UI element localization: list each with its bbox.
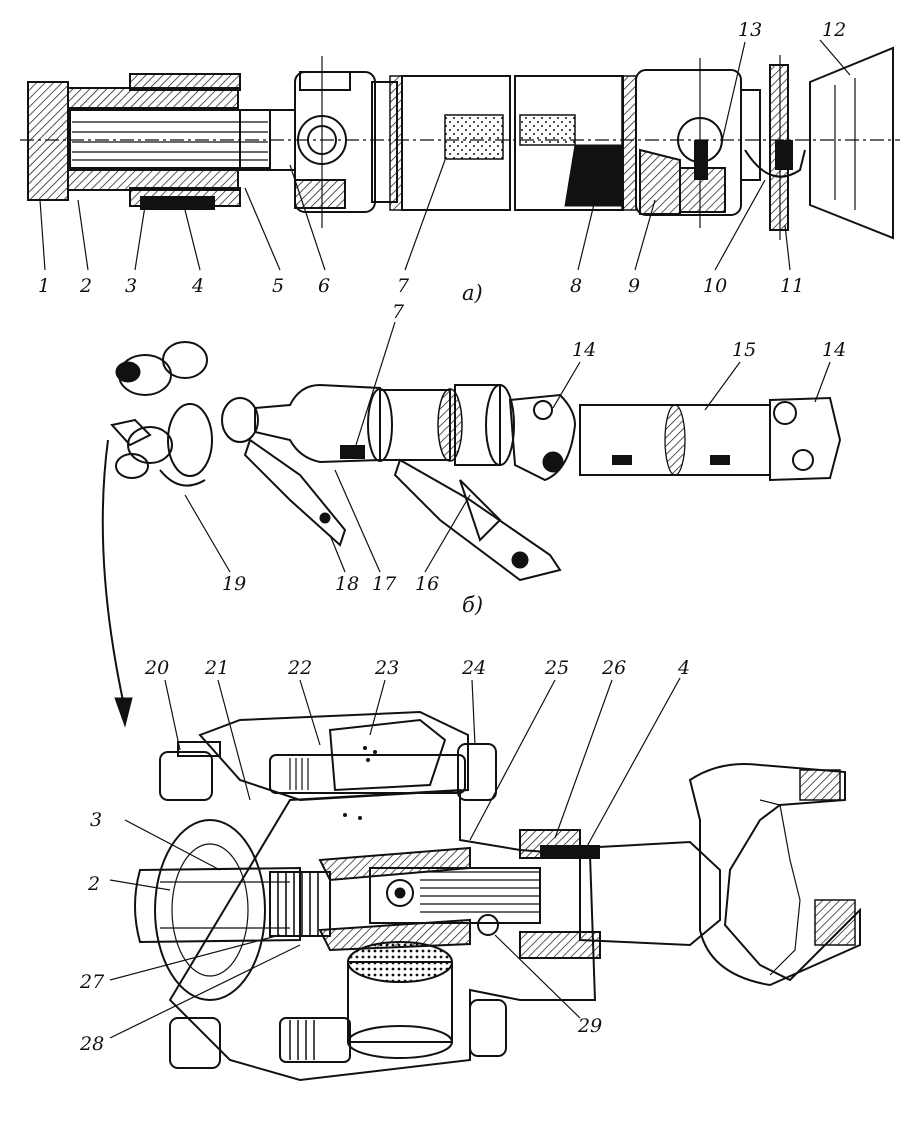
label-b-16: 16 (415, 573, 439, 595)
bolt-20 (159, 741, 221, 801)
label-a-3: 3 (125, 275, 137, 297)
caption-b: б) (462, 593, 483, 617)
label-b-15: 15 (732, 339, 756, 361)
flange-ring-3 (154, 819, 266, 1001)
label-a-5: 5 (272, 275, 284, 297)
label-c-26: 26 (601, 657, 626, 679)
fork-yoke (688, 763, 861, 987)
label-c-22: 22 (287, 657, 312, 679)
caption-a: а) (462, 281, 483, 305)
label-c-25: 25 (544, 657, 569, 679)
cone-12 (809, 46, 894, 240)
label-a-9: 9 (628, 275, 640, 297)
label-a-2: 2 (79, 275, 92, 297)
support-bearing-16 (454, 384, 501, 466)
label-c-3: 3 (90, 809, 102, 831)
bolt-24 (457, 743, 497, 801)
label-b-19: 19 (222, 573, 246, 595)
label-c-4: 4 (677, 657, 690, 679)
label-c-29: 29 (577, 1015, 602, 1037)
seal-4 (140, 196, 215, 210)
tube-shading (564, 144, 623, 207)
label-c-23: 23 (374, 657, 399, 679)
bracket-16 (393, 458, 562, 582)
balance-plate (444, 114, 504, 160)
arrow-head (114, 697, 133, 728)
elastic-coupling-19 (110, 341, 259, 487)
view-c-labels: 20 21 22 23 24 25 26 4 3 2 27 28 29 (79, 657, 690, 1055)
plate-23 (328, 718, 447, 792)
gear (386, 879, 414, 907)
shaft-tube (401, 75, 511, 211)
view-a-labels: 1 2 3 4 5 6 7 8 9 10 11 12 13 а) (38, 19, 846, 305)
view-a-shaft-section (20, 39, 900, 271)
sleeve-end (27, 81, 69, 201)
label-c-24: 24 (461, 657, 486, 679)
grease-fitting-29 (477, 914, 499, 936)
label-c-20: 20 (144, 657, 169, 679)
bracket-18 (243, 438, 347, 547)
view-b-labels: 14 14 15 16 17 18 19 7 б) (222, 301, 846, 617)
label-a-13: 13 (738, 19, 762, 41)
label-a-1: 1 (38, 275, 50, 297)
label-a-8: 8 (570, 275, 582, 297)
label-a-10: 10 (703, 275, 727, 297)
shaft-2 (134, 866, 301, 944)
label-b-18: 18 (335, 573, 359, 595)
joint-right (635, 69, 742, 216)
label-c-27: 27 (79, 971, 105, 993)
label-a-7: 7 (397, 275, 410, 297)
view-c-cutaway (109, 677, 861, 1082)
label-a-11: 11 (780, 275, 804, 297)
label-c-21: 21 (204, 657, 229, 679)
label-a-12: 12 (822, 19, 846, 41)
label-b-7: 7 (392, 301, 405, 323)
arm-22 (198, 710, 469, 802)
label-b-14-right: 14 (822, 339, 846, 361)
label-c-28: 28 (79, 1033, 104, 1055)
label-a-6: 6 (318, 275, 330, 297)
label-c-2: 2 (87, 873, 100, 895)
label-b-14-left: 14 (572, 339, 596, 361)
view-b-shaft-perspective (101, 321, 842, 728)
label-b-17: 17 (372, 573, 397, 595)
label-a-4: 4 (191, 275, 204, 297)
